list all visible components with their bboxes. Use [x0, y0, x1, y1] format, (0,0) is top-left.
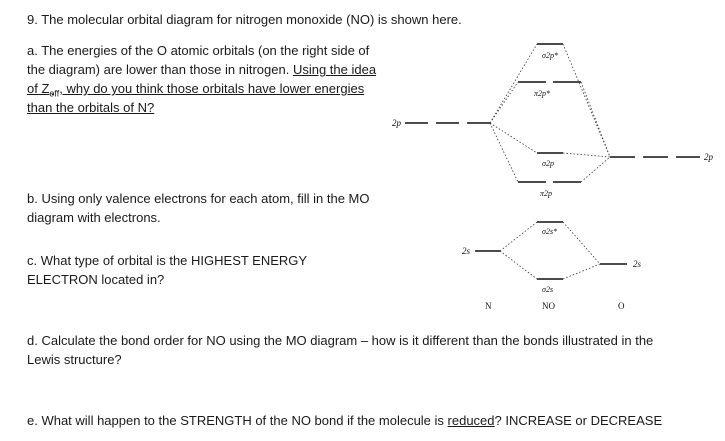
part-e: e. What will happen to the STRENGTH of t… — [27, 411, 717, 430]
o-2p-label: 2p — [704, 152, 714, 162]
atom-label-n: N — [485, 301, 492, 311]
label-pi2p-star: π2p* — [534, 89, 550, 98]
part-e-prefix: e. What will happen to the STRENGTH of t… — [27, 413, 448, 428]
part-c-text: c. What type of orbital is the HIGHEST E… — [27, 253, 307, 287]
dash-n2p-pi2p — [489, 122, 519, 183]
label-sigma2s: σ2s — [542, 285, 553, 294]
dash-n2p-sigma2p — [489, 122, 538, 154]
question-title-text: 9. The molecular orbital diagram for nit… — [27, 12, 462, 27]
label-pi2p: π2p — [540, 189, 552, 198]
part-c: c. What type of orbital is the HIGHEST E… — [27, 251, 377, 289]
part-b-text: b. Using only valence electrons for each… — [27, 191, 370, 225]
dash-n2p-sigma2pstar — [489, 43, 538, 124]
dash-n2p-pi2pstar — [489, 81, 519, 124]
label-sigma2s-star: σ2s* — [542, 227, 557, 236]
atom-label-o: O — [618, 301, 625, 311]
part-e-suffix: ? INCREASE or DECREASE — [494, 413, 663, 428]
part-e-underlined: reduced — [447, 413, 495, 428]
part-a-underlined-start: Using the idea of Z — [27, 62, 377, 96]
part-d: d. Calculate the bond order for NO using… — [27, 331, 667, 369]
dash-o2p-sigma2p — [562, 152, 611, 158]
dash-o2s-sigma2s — [562, 263, 601, 280]
n-2p-label: 2p — [392, 118, 402, 128]
o-2s-label: 2s — [633, 259, 642, 269]
dash-o2p-sigma2pstar — [562, 43, 611, 158]
part-b: b. Using only valence electrons for each… — [27, 189, 377, 227]
n-2s-label: 2s — [462, 246, 471, 256]
part-d-text: d. Calculate the bond order for NO using… — [27, 333, 654, 367]
label-sigma2p: σ2p — [542, 159, 554, 168]
part-a-prefix: a. The energies of the O atomic orbitals… — [27, 43, 370, 77]
part-a-underlined-end: , why do you think those orbitals have l… — [27, 81, 365, 115]
question-title: 9. The molecular orbital diagram for nit… — [27, 10, 527, 29]
dash-o2p-pi2pstar — [580, 81, 611, 158]
part-a-underlined: Using the idea of Zeff, why do you think… — [27, 62, 376, 115]
part-a: a. The energies of the O atomic orbitals… — [27, 41, 377, 117]
dash-o2s-sigma2sstar — [562, 221, 601, 265]
dash-o2p-pi2p — [580, 156, 611, 183]
correlation-lines — [489, 43, 611, 280]
zeff-subscript: eff — [49, 88, 60, 99]
dash-n2s-sigma2sstar — [499, 221, 538, 252]
atom-label-no: NO — [542, 301, 555, 311]
label-sigma2p-star: σ2p* — [542, 51, 558, 60]
dash-n2s-sigma2s — [499, 250, 538, 280]
